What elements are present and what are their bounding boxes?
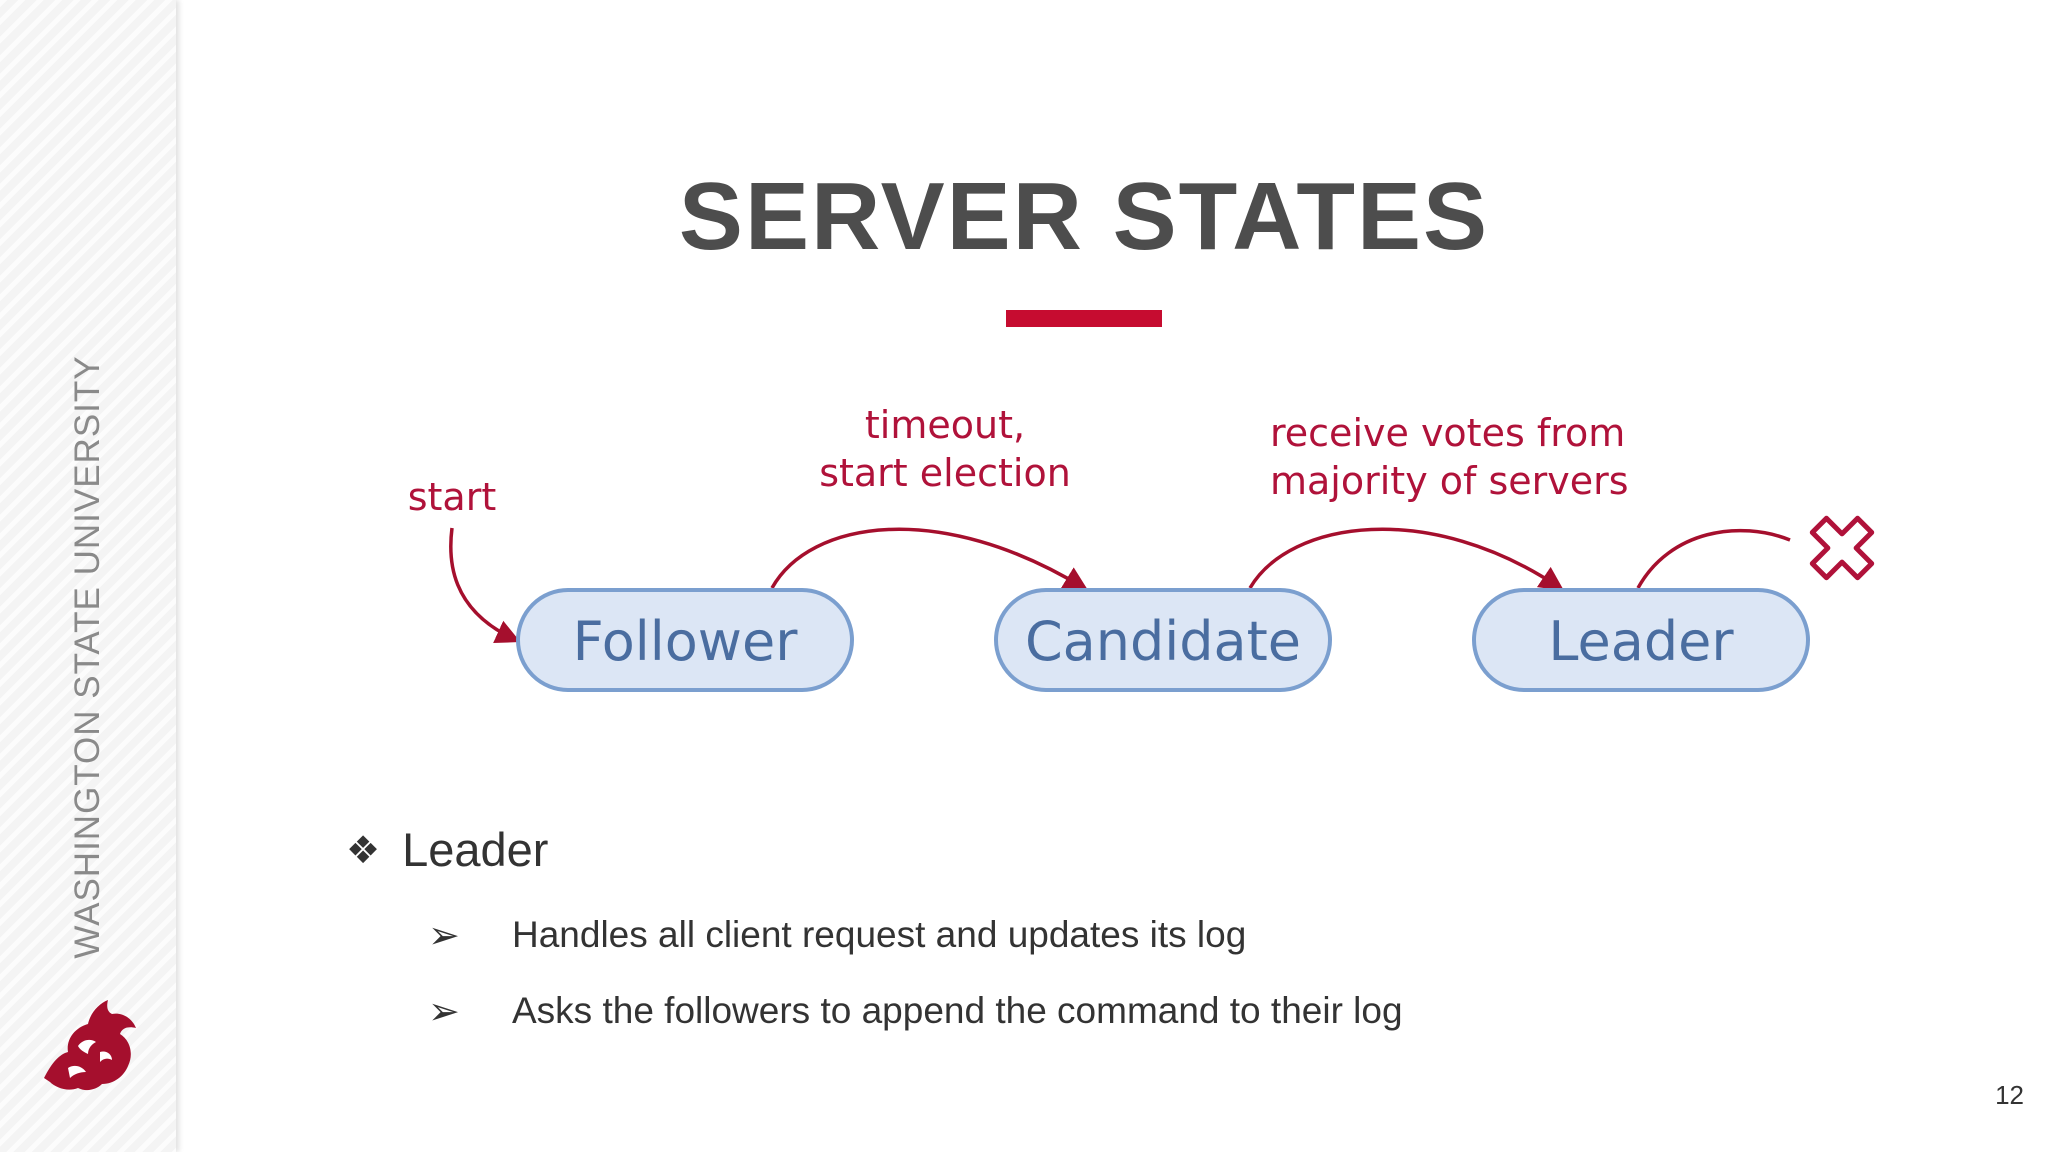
- leader-label: Leader: [1548, 610, 1734, 673]
- subbullet-text: Asks the followers to append the command…: [512, 990, 1403, 1031]
- server-states-diagram: Follower Candidate Leader start timeout,…: [408, 403, 1875, 692]
- votes-arrow: [1248, 527, 1565, 591]
- diamond-bullet-icon: ❖: [346, 827, 381, 872]
- crash-x-icon: [1809, 515, 1875, 581]
- arrow-bullet-icon: ➢: [428, 913, 460, 957]
- university-name: WASHINGTON STATE UNIVERSITY: [68, 355, 107, 959]
- timeout-arrow: [770, 527, 1089, 591]
- start-label: start: [408, 475, 497, 519]
- sidebar: WASHINGTON STATE UNIVERSITY: [0, 0, 176, 1152]
- candidate-state: [994, 588, 1332, 692]
- bullet-leader: ❖ Leader: [346, 822, 548, 877]
- page-number: 12: [1995, 1080, 2024, 1110]
- timeout-label-line1: timeout,: [865, 403, 1025, 447]
- follower-state: [516, 588, 854, 692]
- start-arrow: [449, 527, 521, 644]
- votes-label-line2: majority of servers: [1270, 459, 1629, 503]
- subbullet: ➢ Asks the followers to append the comma…: [428, 989, 1403, 1033]
- votes-label-line1: receive votes from: [1270, 411, 1625, 455]
- candidate-label: Candidate: [1025, 610, 1301, 673]
- subbullet-text: Handles all client request and updates i…: [512, 914, 1247, 955]
- title-accent-bar: [1006, 310, 1162, 327]
- arrow-bullet-icon: ➢: [428, 989, 460, 1033]
- leader-state: [1472, 588, 1810, 692]
- slide-title: SERVER STATES: [678, 163, 1490, 270]
- bullet-text: Leader: [402, 823, 549, 876]
- university-logo-icon: [44, 1000, 136, 1091]
- subbullet: ➢ Handles all client request and updates…: [428, 913, 1246, 957]
- timeout-label-line2: start election: [819, 451, 1071, 495]
- crash-arrow: [1636, 528, 1791, 589]
- follower-label: Follower: [573, 610, 799, 673]
